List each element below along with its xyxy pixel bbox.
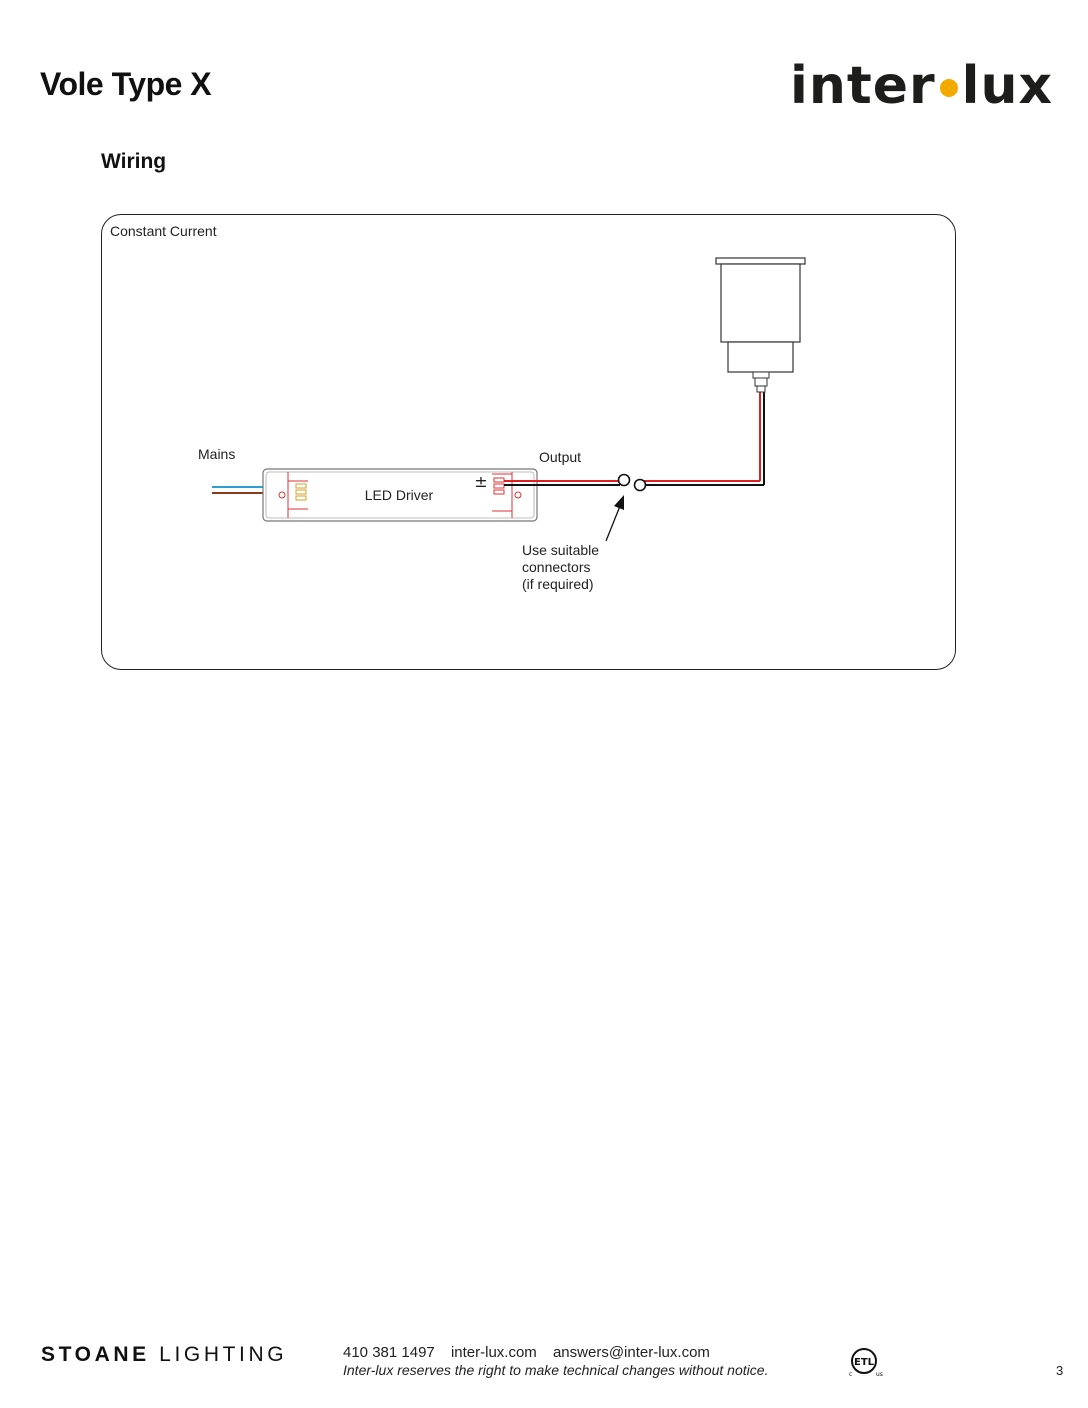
- footer-website-link[interactable]: inter-lux.com: [450, 1344, 537, 1361]
- section-title: Wiring: [101, 150, 167, 173]
- footer-disclaimer: Inter-lux reserves the right to make tec…: [343, 1362, 769, 1378]
- footer-email-link[interactable]: answers@inter-lux.com: [552, 1344, 710, 1361]
- connector-pointer-arrow: [605, 495, 624, 542]
- cert-mark: ETL: [854, 1357, 875, 1368]
- connector-note-line: Use suitable: [522, 542, 599, 558]
- output-label: Output: [539, 449, 581, 465]
- page-number: 3: [1056, 1363, 1064, 1378]
- luminaire-fixture: [715, 257, 806, 393]
- led-driver-unit: LED Driver ±: [262, 468, 538, 522]
- connector-note-line: (if required): [522, 576, 594, 592]
- logo-text-right: lux: [961, 56, 1054, 116]
- polarity-symbol: ±: [474, 472, 487, 491]
- logo-dot: [939, 79, 958, 97]
- cert-left: c: [849, 1371, 852, 1378]
- footer-phone: 410 381 1497: [343, 1344, 435, 1361]
- connector-note-line: connectors: [522, 559, 590, 575]
- driver-label: LED Driver: [365, 487, 434, 503]
- panel-label: Constant Current: [110, 223, 217, 239]
- brand-bold: STOANE: [41, 1343, 150, 1366]
- connector-circle: [617, 473, 631, 487]
- connector-circle: [633, 478, 647, 492]
- brand-light: LIGHTING: [159, 1343, 288, 1366]
- etl-certification-icon: ETL c us: [849, 1348, 883, 1378]
- mains-label: Mains: [198, 446, 235, 462]
- logo-text-left: inter: [790, 56, 936, 116]
- wiring-diagram: LED Driver ± Mains Output Use suitable c…: [198, 257, 806, 592]
- footer-contact: 410 381 1497 inter-lux.com answers@inter…: [343, 1344, 722, 1361]
- input-terminal-block: [278, 472, 308, 518]
- cert-right: us: [876, 1371, 883, 1378]
- page-title: Vole Type X: [40, 66, 212, 102]
- wiring-diagram-panel: [101, 214, 956, 670]
- footer-brand: STOANE LIGHTING: [41, 1343, 287, 1367]
- interlux-logo: inter lux: [790, 54, 1053, 118]
